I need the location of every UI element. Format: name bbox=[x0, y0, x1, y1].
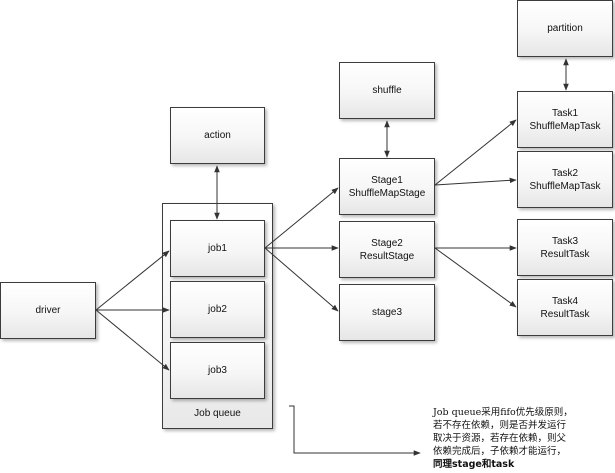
note-line-2: 若不存在依赖，则是否并发运行 bbox=[433, 420, 567, 431]
task1-box: Task1 ShuffleMapTask bbox=[517, 91, 613, 148]
job1-box: job1 bbox=[170, 220, 265, 277]
stage1-box: Stage1 ShuffleMapStage bbox=[339, 158, 435, 215]
task1-title: Task1 bbox=[551, 107, 579, 119]
edge-stage1-task1 bbox=[434, 119, 517, 186]
stage1-title: Stage1 bbox=[371, 174, 403, 186]
shuffle-label: shuffle bbox=[372, 85, 402, 96]
note-line-1: Job queue采用fifo优先级原则， bbox=[433, 407, 573, 418]
job3-label: job3 bbox=[208, 365, 227, 376]
edge-stage2-task4 bbox=[434, 247, 517, 308]
task4-box: Task4 ResultTask bbox=[517, 279, 613, 336]
edge-job1-stage1 bbox=[264, 187, 339, 249]
task4-title: Task4 bbox=[551, 295, 579, 307]
task3-type: ResultTask bbox=[540, 248, 590, 260]
action-box: action bbox=[170, 107, 265, 164]
edge-driver-job1 bbox=[95, 250, 170, 311]
task2-box: Task2 ShuffleMapTask bbox=[517, 151, 613, 208]
note-line-4: 依赖完成后，子依赖才能运行， bbox=[433, 446, 567, 457]
action-label: action bbox=[204, 130, 231, 141]
driver-box: driver bbox=[0, 282, 96, 339]
job3-box: job3 bbox=[170, 342, 265, 399]
job2-label: job2 bbox=[208, 304, 227, 315]
edge-driver-job3 bbox=[95, 309, 170, 371]
stage3-box: stage3 bbox=[339, 284, 435, 341]
shuffle-box: shuffle bbox=[339, 62, 435, 119]
note-line-3: 取决于资源，若存在依赖，则父 bbox=[433, 433, 567, 444]
note-line-5: 同理stage和task bbox=[433, 459, 515, 470]
stage1-type: ShuffleMapStage bbox=[348, 187, 426, 199]
edge-stage1-task2 bbox=[434, 177, 517, 186]
task4-type: ResultTask bbox=[540, 308, 590, 320]
task1-type: ShuffleMapTask bbox=[529, 120, 601, 132]
note-pointer bbox=[289, 405, 421, 456]
partition-box: partition bbox=[517, 0, 613, 57]
job1-label: job1 bbox=[208, 243, 227, 254]
job-queue-note: Job queue采用fifo优先级原则， 若不存在依赖，则是否并发运行 取决于… bbox=[433, 406, 615, 471]
task3-title: Task3 bbox=[551, 235, 579, 247]
driver-label: driver bbox=[35, 305, 61, 316]
job-queue-label: Job queue bbox=[194, 408, 241, 419]
stage2-box: Stage2 ResultStage bbox=[339, 221, 435, 278]
job2-box: job2 bbox=[170, 281, 265, 338]
partition-label: partition bbox=[547, 23, 583, 34]
edge-job1-stage3 bbox=[264, 247, 339, 312]
stage3-label: stage3 bbox=[371, 307, 403, 318]
stage2-type: ResultStage bbox=[359, 250, 415, 262]
stage2-title: Stage2 bbox=[371, 237, 403, 249]
task2-title: Task2 bbox=[551, 167, 579, 179]
task2-type: ShuffleMapTask bbox=[529, 180, 601, 192]
task3-box: Task3 ResultTask bbox=[517, 219, 613, 276]
